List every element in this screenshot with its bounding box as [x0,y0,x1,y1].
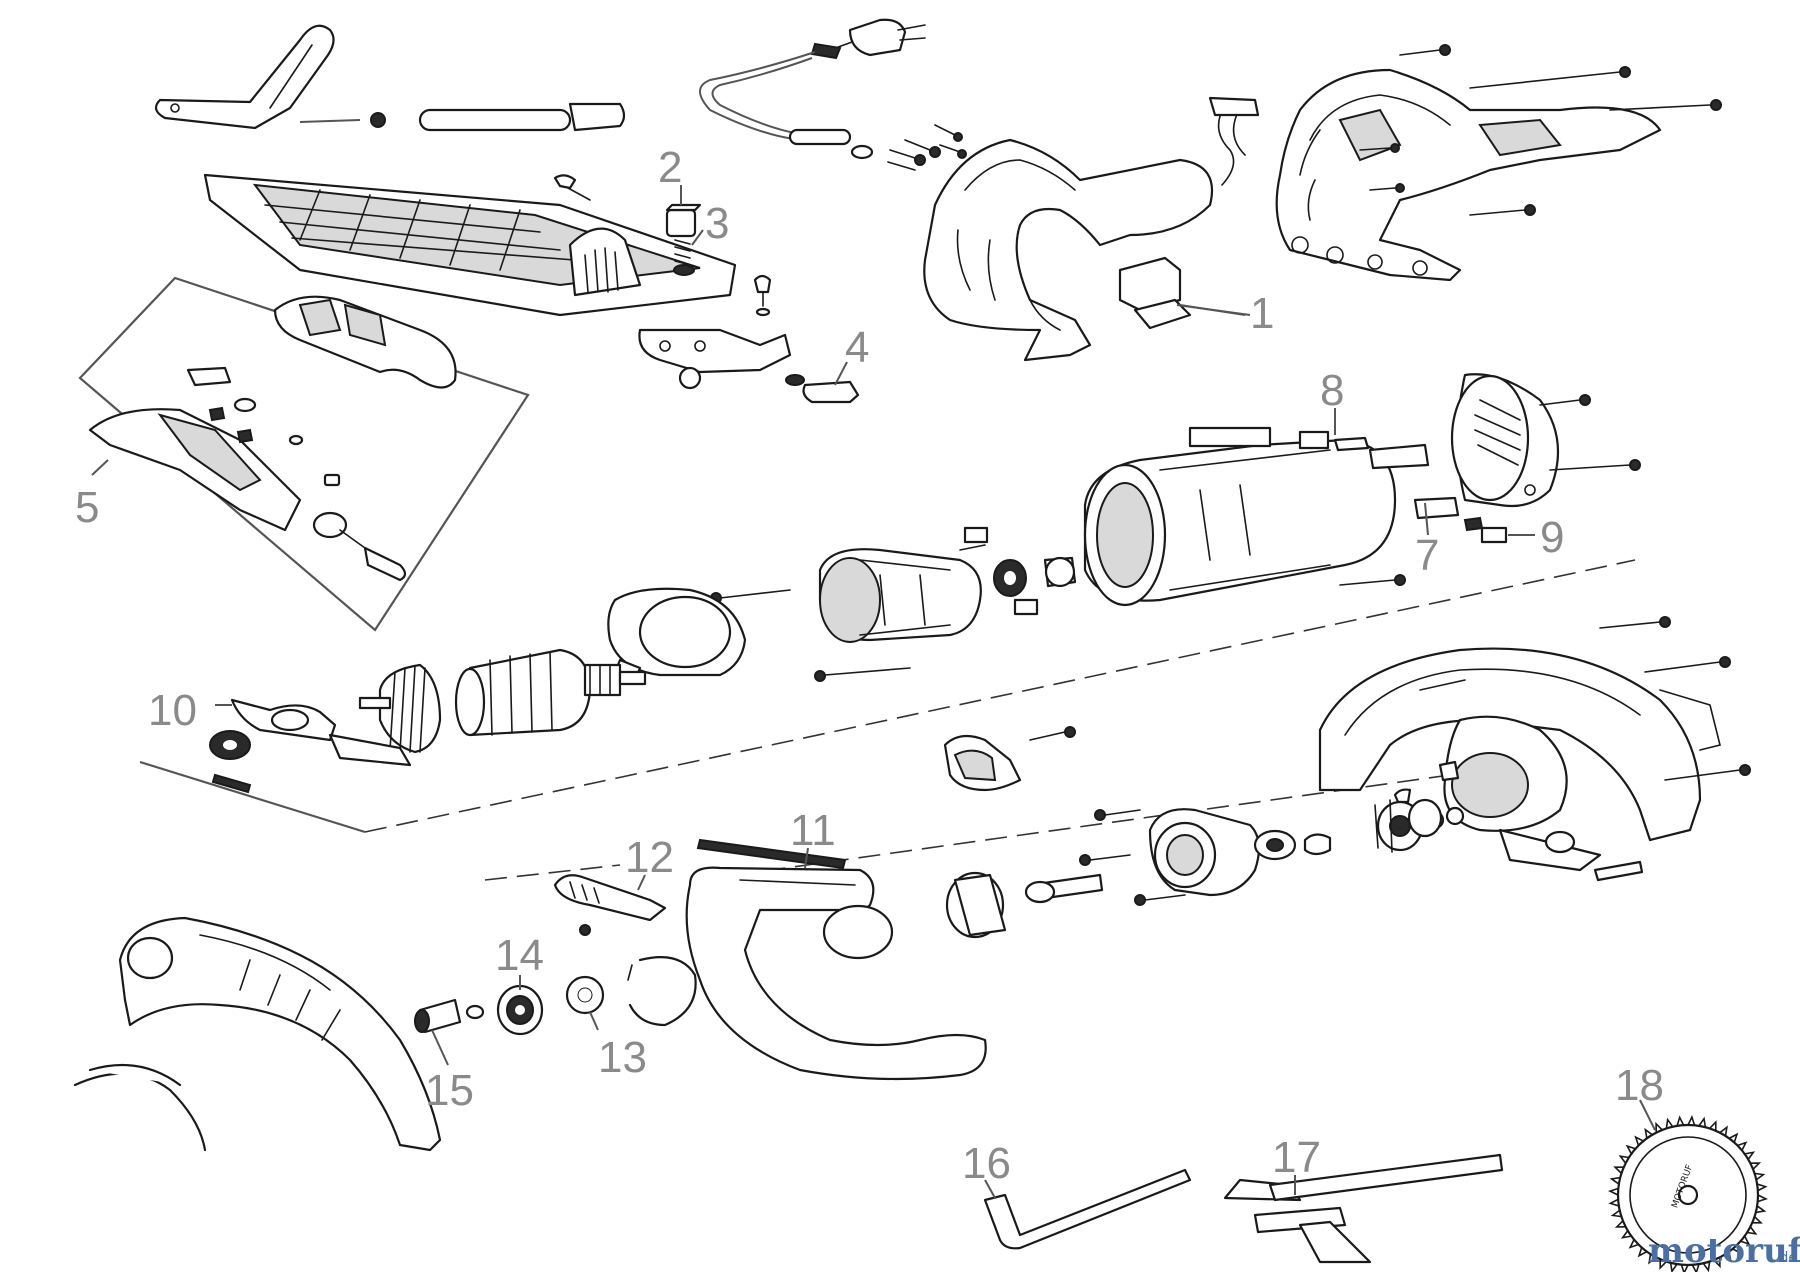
blade-tooth [1610,1209,1623,1218]
watermark-suffix: .de [1775,1250,1797,1266]
blade-tooth [1743,1151,1756,1161]
watermark-brand: motoruf [1648,1231,1800,1271]
callout-15: 15 [425,1066,474,1115]
guard-parts-group [78,276,530,632]
blade-tooth [1756,1183,1768,1192]
base-plate-assembly [154,24,860,404]
saw-blade: MOTORUF [1607,1114,1769,1272]
blade-tooth [1665,1117,1674,1130]
blade-tooth [1687,1114,1696,1127]
callout-9: 9 [1540,513,1564,562]
blade-tooth [1637,1246,1648,1258]
blade-tooth [1753,1172,1766,1181]
blade-tooth [1739,1235,1751,1246]
callout-2: 2 [658,143,682,192]
handle-housing [923,96,1260,362]
hex-key [983,1168,1192,1250]
blade-tooth [1659,1258,1668,1270]
callout-11: 11 [790,806,836,855]
guard-lever [553,874,667,936]
blade-tooth [1644,1127,1654,1140]
blade-tooth [1625,1144,1637,1155]
blade-tooth [1628,1238,1640,1249]
blade-tooth [1618,1155,1630,1165]
callout-1: 1 [1250,289,1274,338]
motor-housing [993,426,1508,607]
blade-tooth [1756,1194,1769,1203]
callout-16: 16 [962,1139,1011,1188]
base-guard [73,916,442,1152]
blade-tooth [1655,1121,1664,1134]
blade-tooth [1698,1116,1707,1128]
blade-tooth [1702,1260,1711,1272]
blade-tooth [1731,1243,1742,1255]
lock-lever [943,726,1076,792]
blade-tooth [1722,1250,1732,1263]
blade-tooth [1736,1141,1748,1152]
callout-8: 8 [1320,366,1344,415]
blade-tooth [1755,1205,1767,1214]
callout-3: 3 [705,199,729,248]
depth-knob-and-spring [665,203,702,276]
parallel-guide [1223,1153,1504,1264]
leader-lines [91,185,1656,1199]
armature [358,648,647,754]
stator [710,526,1039,682]
callout-14: 14 [495,931,544,980]
blade-tooth [1680,1263,1689,1272]
blade-tooth [1746,1225,1758,1235]
power-cord [699,18,967,171]
blade-tooth [1620,1229,1633,1239]
blade-tooth [1608,1198,1620,1207]
blade-tooth [1712,1256,1721,1269]
gear-train [945,798,1465,939]
blade-tooth [1648,1253,1658,1265]
blade-tooth [1607,1187,1620,1196]
blade-tooth [1749,1162,1762,1171]
blade-tooth [1728,1132,1739,1144]
blade-tooth [1669,1262,1678,1272]
callout-13: 13 [598,1033,647,1082]
blade-tooth [1676,1115,1685,1127]
blade-tooth [1613,1166,1625,1175]
blade-tooth [1708,1120,1717,1132]
callout-5: 5 [75,483,99,532]
assembly-axis-lines [364,559,1636,881]
armature-clamp [139,698,412,834]
blade-tooth [1691,1263,1700,1272]
callout-4: 4 [845,323,869,372]
callout-10: 10 [148,686,197,735]
callout-17: 17 [1272,1133,1321,1182]
callout-18: 18 [1615,1061,1664,1110]
callout-labels: 1 2 3 4 5 7 8 9 10 11 12 13 14 15 16 17 … [75,143,1664,1188]
callout-7: 7 [1415,531,1439,580]
blade-tooth [1718,1125,1728,1137]
motor-housing-shell [1275,44,1722,282]
blade-tooth [1614,1219,1627,1228]
brand-watermark: motoruf .de [1648,1231,1800,1271]
lower-blade-guard [685,838,987,1081]
rear-end-cap [1450,373,1641,508]
blade-tooth [1751,1215,1763,1224]
blade-flange-parts [414,956,697,1036]
callout-12: 12 [625,833,674,882]
fan-baffle [607,587,747,682]
blade-tooth [1634,1135,1645,1147]
blade-tooth [1609,1176,1621,1185]
upper-blade-guard [1318,616,1751,882]
